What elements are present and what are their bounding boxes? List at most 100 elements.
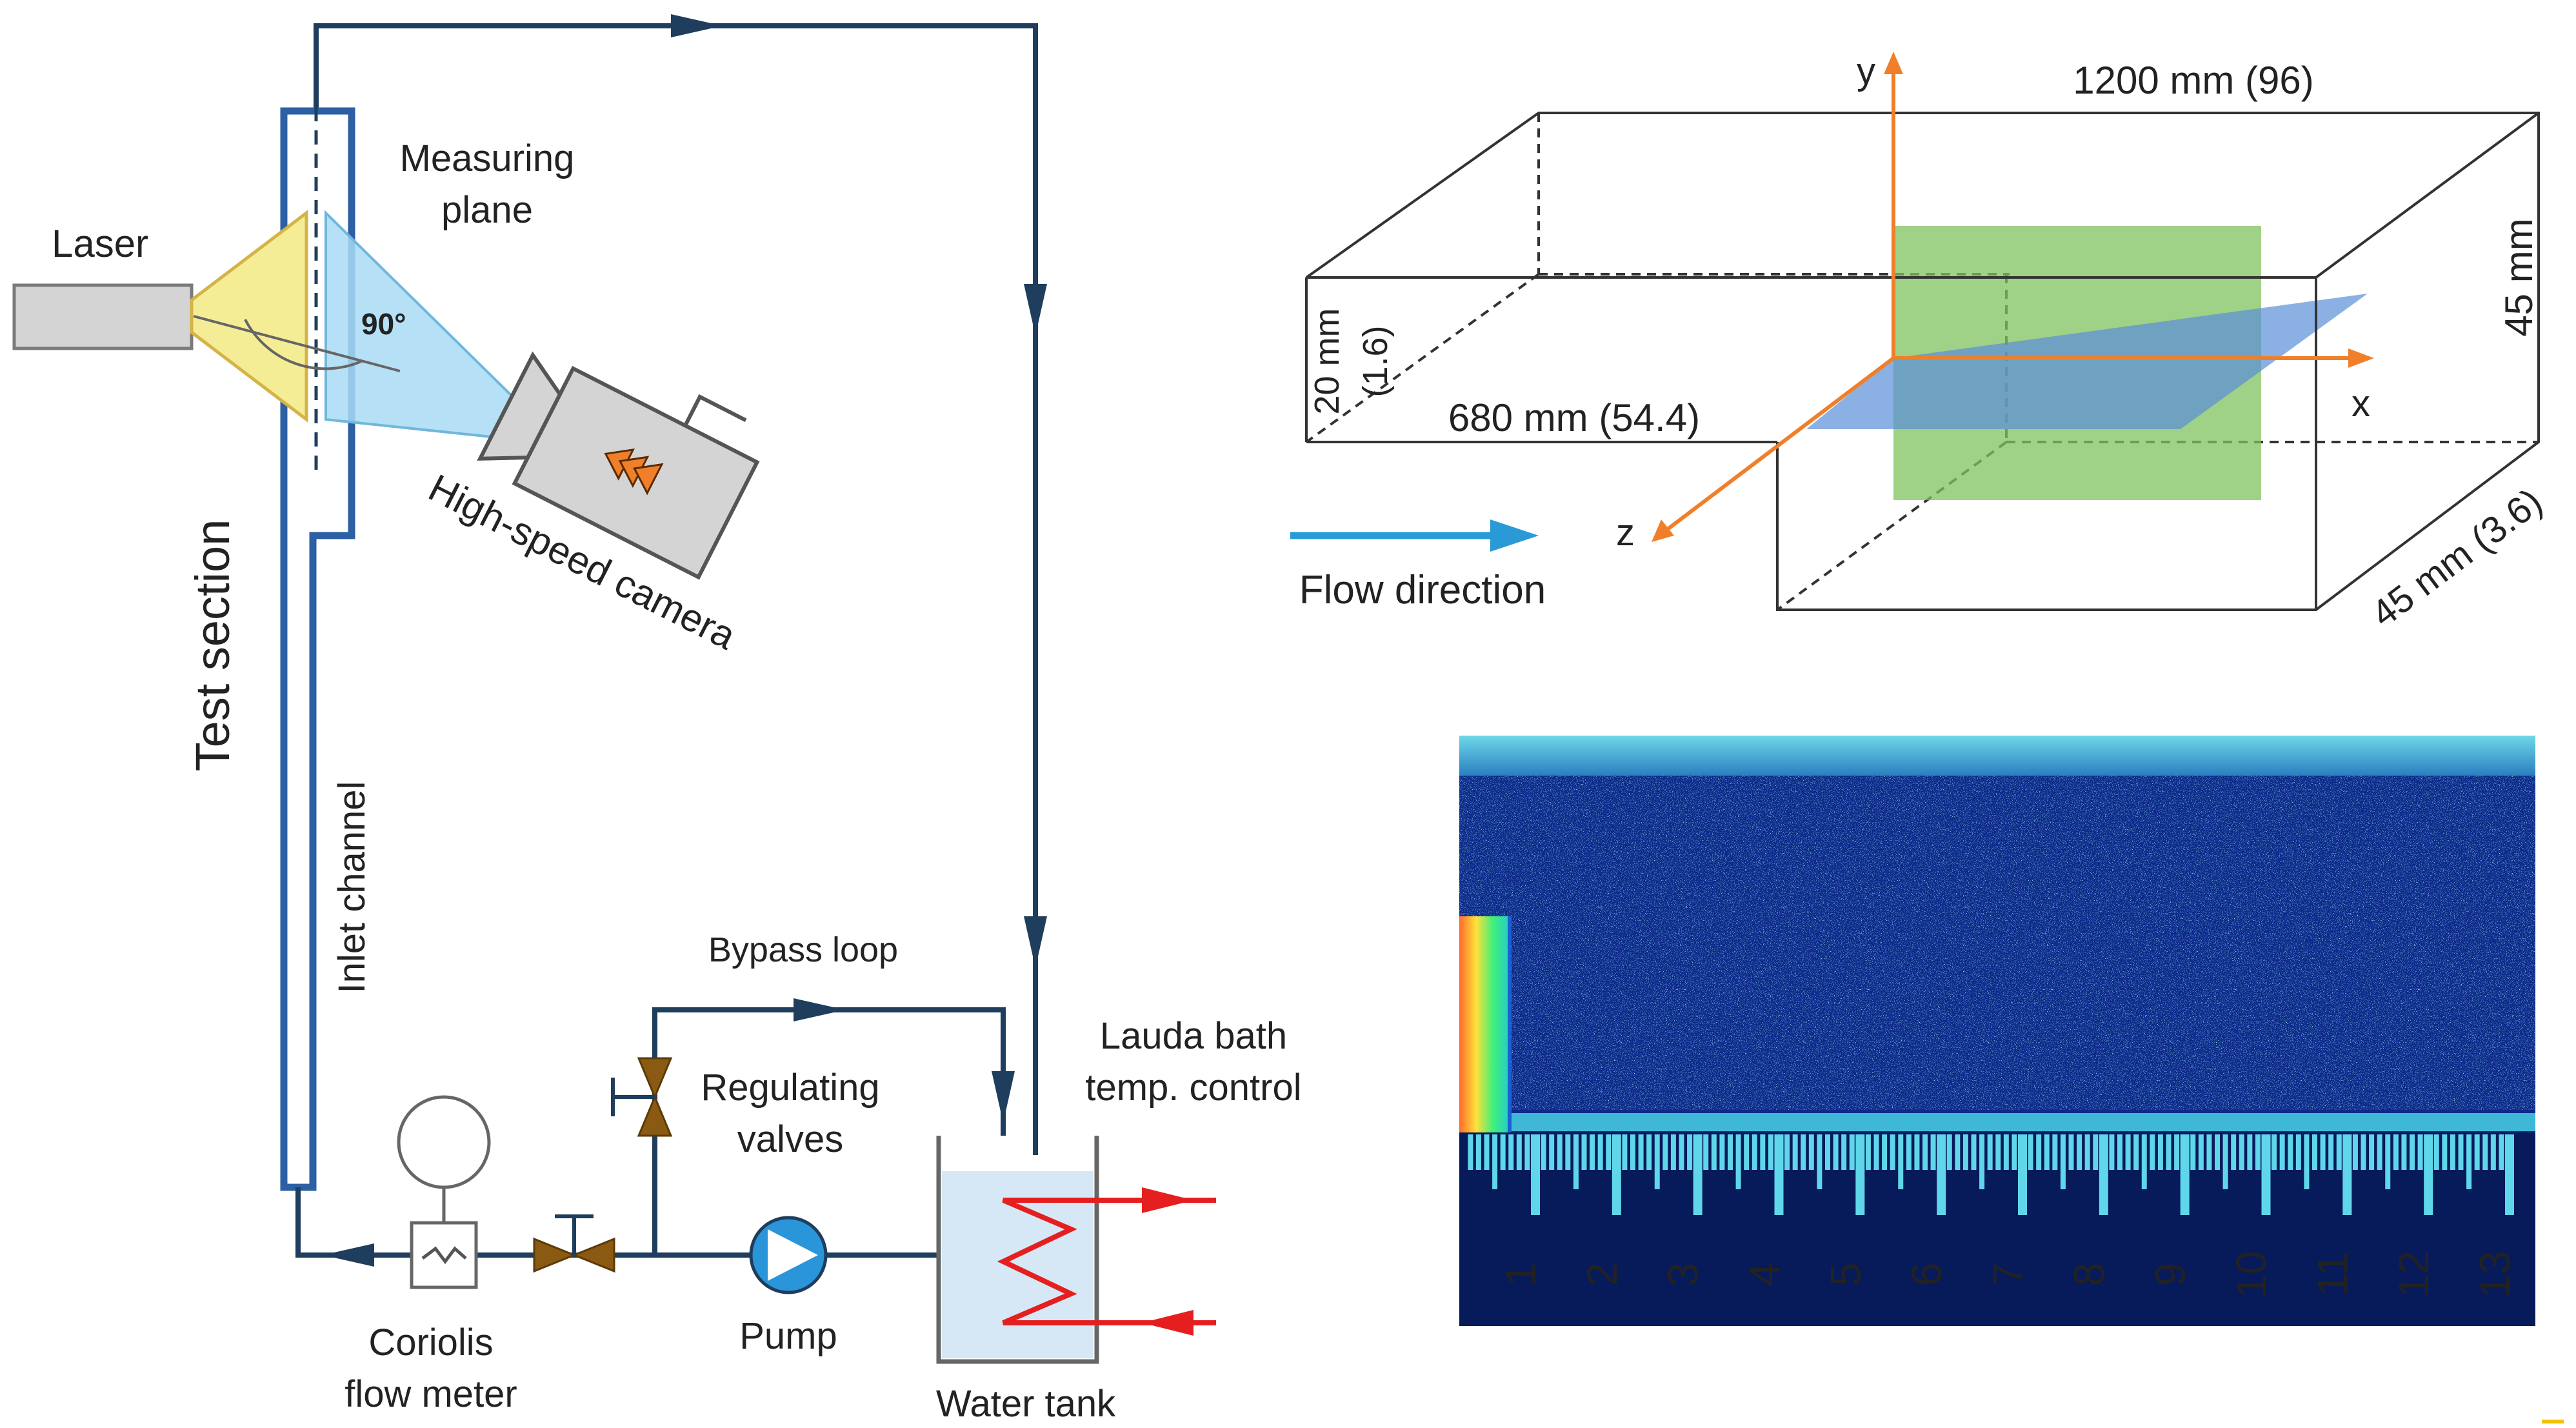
flow-direction-arrowhead — [1490, 519, 1539, 552]
water-tank — [936, 1136, 1216, 1364]
ruler-tick — [1654, 1134, 1660, 1189]
ruler-tick — [2417, 1134, 2423, 1170]
ruler-label-3: 3 — [1659, 1263, 1707, 1287]
inlet-channel-label: Inlet channel — [331, 781, 373, 994]
ruler-tick — [1760, 1134, 1766, 1170]
ruler-tick — [1855, 1134, 1865, 1215]
ruler-tick — [1841, 1134, 1847, 1170]
ruler-tick — [1817, 1134, 1822, 1189]
ruler-tick — [2442, 1134, 2448, 1170]
ruler-tick — [2369, 1134, 2375, 1170]
regulating-valves-label-1: Regulating — [701, 1067, 879, 1109]
ruler-tick — [1557, 1134, 1563, 1170]
ruler-tick — [1606, 1134, 1612, 1170]
ruler-tick — [1962, 1134, 1968, 1170]
ruler-label-13: 13 — [2471, 1251, 2519, 1298]
ruler-tick — [1630, 1134, 1635, 1170]
ruler-tick — [2499, 1134, 2504, 1170]
ruler-tick — [2239, 1134, 2244, 1170]
ruler-tick — [2018, 1134, 2027, 1215]
ruler-tick — [2036, 1134, 2042, 1170]
ruler-tick — [1744, 1134, 1750, 1170]
corner-mark — [2542, 1420, 2564, 1423]
ruler-tick — [2109, 1134, 2115, 1170]
ruler-tick — [2068, 1134, 2074, 1170]
ruler-tick — [1930, 1134, 1936, 1170]
step-height-label-1: 20 mm — [1308, 308, 1346, 414]
camera-view-cone — [324, 210, 518, 441]
regulating-valves-label-2: valves — [737, 1118, 843, 1160]
flow-direction-label: Flow direction — [1299, 568, 1546, 612]
ruler-tick — [2424, 1134, 2433, 1215]
laser-sheet — [190, 209, 308, 423]
pump — [749, 1216, 828, 1294]
step-height-label-2: (1.6) — [1356, 325, 1395, 397]
ruler-tick — [1873, 1134, 1879, 1170]
piv-step — [1459, 916, 1508, 1136]
axis-x-label: x — [2351, 383, 2370, 425]
coriolis-label-1: Coriolis — [368, 1322, 493, 1363]
axis-y-label: y — [1857, 50, 1875, 92]
piv-particles — [1459, 774, 2535, 1110]
ruler-tick — [2003, 1134, 2009, 1170]
high-speed-camera — [477, 351, 760, 580]
blue-measurement-plane — [1806, 294, 2368, 429]
ruler-tick — [1508, 1134, 1514, 1170]
coriolis-flow-meter — [397, 1095, 491, 1289]
ruler-tick — [2052, 1134, 2058, 1170]
tank-wall — [936, 1136, 1099, 1364]
ruler-tick — [1638, 1134, 1644, 1170]
ruler-tick — [2279, 1134, 2285, 1170]
ruler-tick — [2401, 1134, 2407, 1170]
ruler-tick — [1670, 1134, 1676, 1170]
ruler-tick — [1581, 1134, 1587, 1170]
lauda-label-1: Lauda bath — [1100, 1015, 1287, 1057]
ruler-tick — [1531, 1134, 1540, 1215]
flow-arrow-bypass-down — [992, 1071, 1015, 1123]
ruler-tick — [2133, 1134, 2139, 1170]
ruler-tick — [1500, 1134, 1506, 1170]
flow-arrow-down-2 — [1024, 916, 1047, 968]
piv-bottom-wall — [1459, 1113, 2535, 1131]
ruler-tick — [2482, 1134, 2488, 1170]
ruler-tick — [2125, 1134, 2131, 1170]
ruler-tick — [2474, 1134, 2480, 1170]
flow-meter-body-icon — [410, 1221, 478, 1289]
ruler-tick — [2490, 1134, 2496, 1170]
ruler-tick — [2361, 1134, 2366, 1170]
ruler-tick — [2190, 1134, 2196, 1170]
regulating-valve-vertical — [611, 1057, 673, 1137]
flow-loop-schematic: Laser 90° Measuring plane High-speed cam… — [12, 14, 1302, 1425]
water-tank-label: Water tank — [936, 1383, 1116, 1425]
flow-arrow-left — [323, 1243, 374, 1267]
ruler-tick-labels: 1 2 3 4 5 6 7 8 9 10 11 12 13 — [1497, 1251, 2519, 1298]
flow-arrow-top — [671, 14, 723, 37]
ruler-label-10: 10 — [2228, 1251, 2275, 1298]
ruler-tick — [2174, 1134, 2180, 1170]
ruler-tick — [1971, 1134, 1977, 1170]
laser-axis-line — [193, 315, 401, 372]
ruler-tick — [1492, 1134, 1498, 1189]
ruler-tick — [1679, 1134, 1684, 1170]
ruler-tick — [1549, 1134, 1555, 1170]
ruler-tick — [1662, 1134, 1668, 1170]
measuring-plane-label-1: Measuring — [400, 137, 575, 179]
ruler-tick — [2117, 1134, 2122, 1170]
visible-edges — [1305, 112, 2540, 611]
ruler-label-6: 6 — [1902, 1263, 1950, 1287]
ruler-tick — [2385, 1134, 2391, 1189]
ruler-tick — [2288, 1134, 2293, 1170]
ruler-tick — [2377, 1134, 2382, 1170]
ruler-tick — [2141, 1134, 2147, 1189]
ruler-tick — [1687, 1134, 1693, 1170]
test-section-label: Test section — [186, 519, 239, 772]
ruler-label-4: 4 — [1741, 1263, 1788, 1287]
ruler-tick — [1865, 1134, 1871, 1170]
ruler-label-7: 7 — [1984, 1263, 2032, 1287]
ruler-tick — [2295, 1134, 2301, 1170]
ruler-tick — [2255, 1134, 2261, 1170]
angle-arc — [244, 319, 362, 370]
ruler-tick — [1693, 1134, 1702, 1215]
ruler-tick — [1735, 1134, 1741, 1189]
